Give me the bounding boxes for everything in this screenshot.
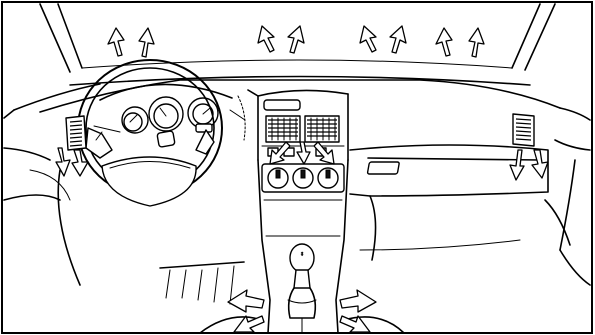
left-air-vent — [66, 116, 86, 150]
glovebox-handle — [367, 162, 399, 174]
gear-pattern-label: ⬍ — [299, 251, 304, 258]
hazard-switch-panel — [264, 100, 300, 110]
gear-knob — [290, 244, 314, 272]
right-air-vent — [513, 114, 534, 146]
horn-logo — [157, 131, 175, 148]
